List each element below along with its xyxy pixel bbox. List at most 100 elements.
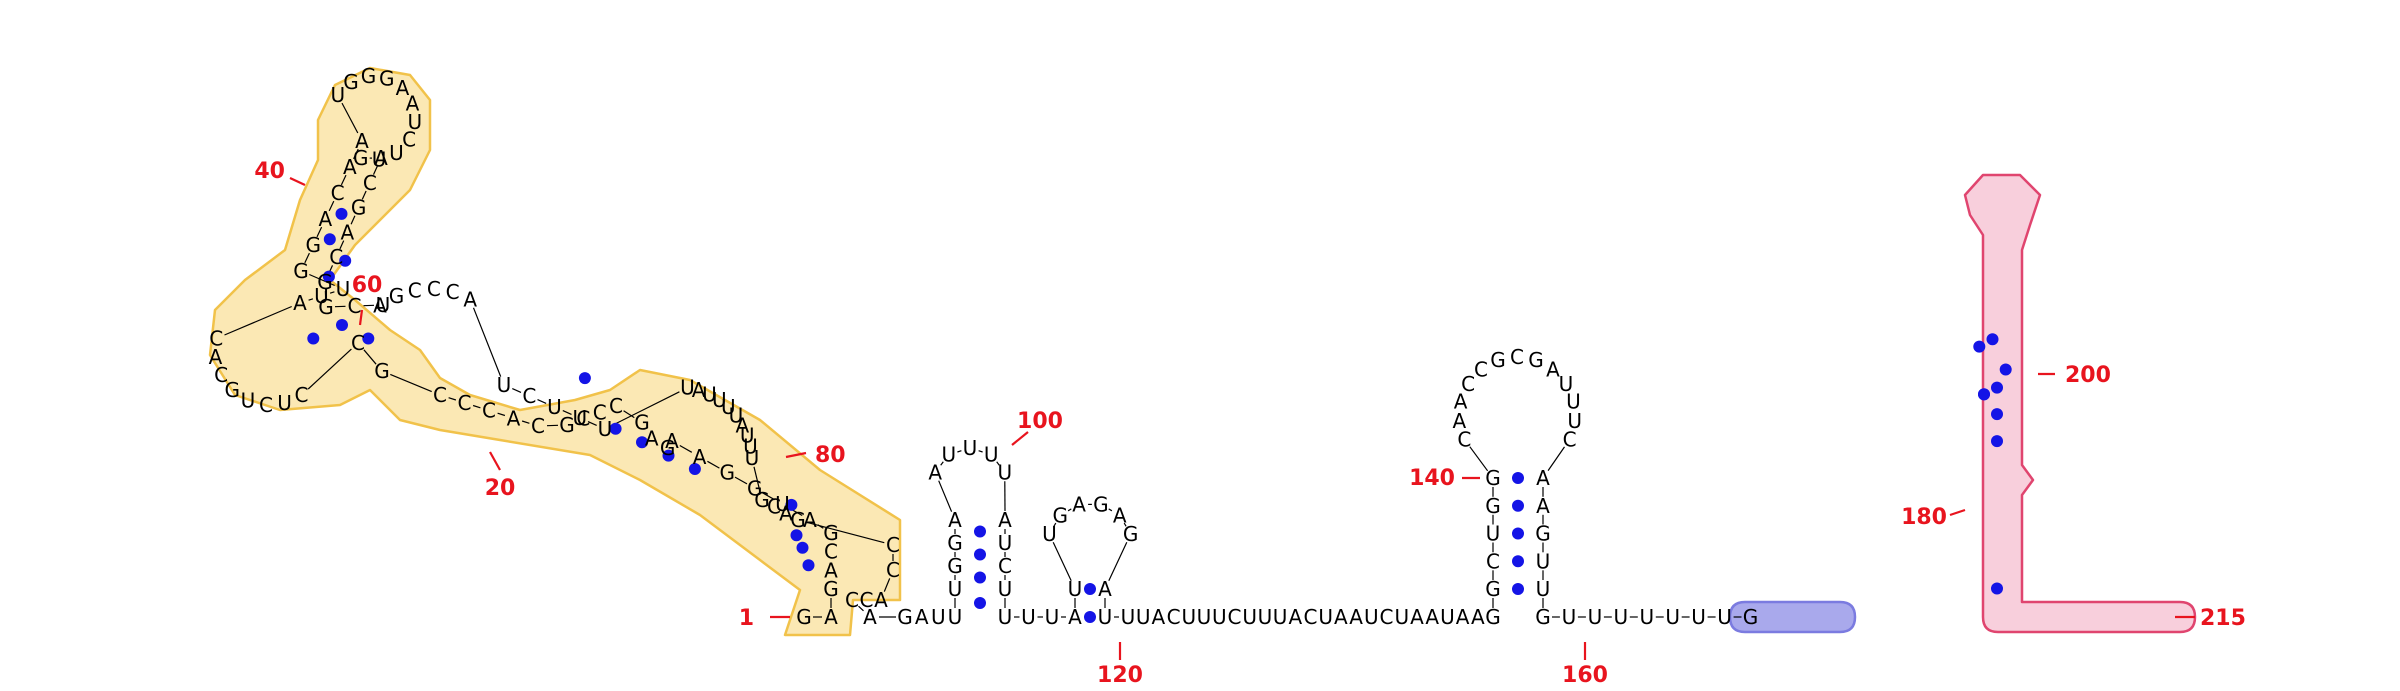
nucleotide: C [531,414,545,438]
backbone-link [341,102,359,134]
backbone-link [623,410,635,419]
base-pair-dot [1512,499,1524,512]
position-label: 60 [352,273,383,298]
nucleotide: A [1471,605,1485,629]
base-pair-dot [688,463,701,475]
backbone-link [1052,542,1072,582]
nucleotide: G [1485,577,1501,601]
nucleotide: A [665,429,679,453]
backbone-link [1108,542,1128,582]
backbone-link [224,305,292,336]
nucleotide: U [1566,390,1581,414]
nucleotide: U [1691,605,1706,629]
nucleotide: U [997,460,1012,484]
nucleotide: U [314,284,329,308]
nucleotide: A [863,605,877,629]
nucleotide: U [1042,522,1057,546]
nucleotide: G [823,577,839,601]
nucleotide: G [790,508,806,532]
blue-highlight-region [1728,600,1857,634]
nucleotide: U [743,435,758,459]
position-label: 1 [739,606,754,631]
base-pair-dot [785,498,798,511]
nucleotide: G [305,233,321,257]
nucleotide: U [745,446,760,470]
nucleotide: C [402,128,416,152]
base-pair-dot [1512,583,1524,595]
nucleotide: G [1535,605,1551,629]
backbone-link [350,215,356,225]
position-tick [358,309,364,326]
nucleotide: C [1563,428,1577,452]
nucleotide: U [1639,605,1654,629]
backbone-link [307,348,352,390]
nucleotide: U [984,443,999,467]
nucleotide: U [1394,605,1409,629]
backbone-link [340,174,347,186]
nucleotide: G [379,66,395,90]
backbone-link [858,605,864,612]
backbone-link [978,450,983,453]
nucleotide: C [886,533,900,557]
nucleotide: G [823,521,839,545]
base-pair-layer [307,207,2012,623]
nucleotide: G [389,284,405,308]
position-label: 215 [2200,606,2246,631]
highlight-layer [208,66,2197,637]
nucleotide: C [209,327,223,351]
backbone-link [512,388,522,393]
base-pair-dot [1978,388,1990,401]
nucleotide: C [363,171,377,195]
nucleotide: G [1528,348,1544,372]
nucleotide: C [329,245,343,269]
nucleotide: U [572,406,587,430]
nucleotide: U [1567,409,1582,433]
nucleotide: G [1485,466,1501,490]
nucleotide: C [886,558,900,582]
nucleotide: G [1093,492,1109,516]
position-label: 200 [2065,363,2111,388]
backbone-link [1547,446,1565,471]
base-pair-dot [1084,583,1096,595]
nucleotide: U [1588,605,1603,629]
nucleotide: C [348,294,362,318]
base-pair-dot [336,319,348,331]
nucleotide: C [593,400,607,424]
backbone-layer [224,102,1742,618]
base-pair-dot [335,207,348,220]
nucleotide: G [1490,348,1506,372]
nucleotide: A [1098,577,1112,601]
base-pair-dot [974,525,986,538]
backbone-link [679,444,693,453]
position-label: 20 [485,476,516,501]
nucleotide: G [343,70,359,94]
position-label: 100 [1017,409,1063,434]
nucleotide: U [407,110,422,134]
nucleotide: U [1486,522,1501,546]
nucleotide: G [947,531,963,555]
nucleotide: U [1273,605,1288,629]
backbone-link [329,291,335,294]
nucleotide: G [351,196,367,220]
base-pair-dot [1999,363,2012,376]
base-pair-dot [1986,333,1999,346]
nucleotide: C [446,280,460,304]
nucleotide: G [559,413,575,437]
nucleotide: U [1045,605,1060,629]
nucleotide: A [1536,466,1550,490]
backbone-link [1123,522,1127,527]
nucleotide: A [736,413,750,437]
base-pair-dot [1991,408,2003,421]
nucleotide: C [458,391,472,415]
nucleotide: C [1457,428,1471,452]
backbone-link [497,412,506,417]
nucleotide: A [1152,605,1166,629]
nucleotide: U [1258,605,1273,629]
yellow-highlight-region [208,66,902,637]
backbone-link [562,410,572,415]
backbone-link [309,273,335,287]
nucleotide: U [1717,605,1732,629]
